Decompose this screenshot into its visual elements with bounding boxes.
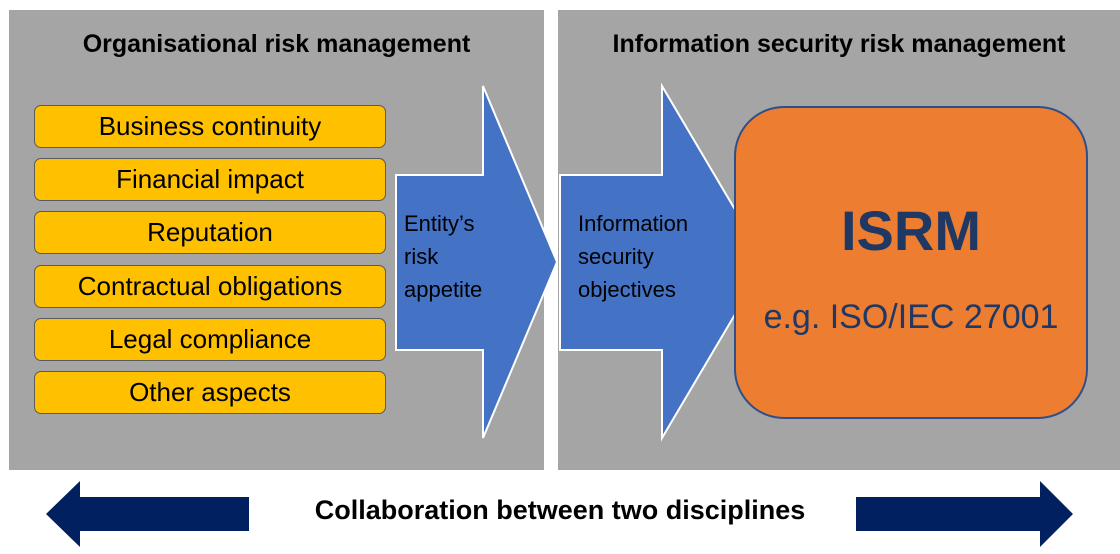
collaboration-label: Collaboration between two disciplines xyxy=(314,495,806,525)
risk-item-business-continuity: Business continuity xyxy=(34,105,386,148)
risk-item-other-aspects: Other aspects xyxy=(34,371,386,414)
risk-appetite-line-1: Entity’s xyxy=(404,211,475,236)
risk-item-reputation: Reputation xyxy=(34,211,386,254)
infosec-objectives-line-1: Information xyxy=(578,211,689,236)
risk-item-legal-compliance: Legal compliance xyxy=(34,318,386,361)
infosec-objectives-line-2: security xyxy=(578,244,654,269)
infosec-objectives-arrow xyxy=(559,82,768,442)
risk-item-financial-impact: Financial impact xyxy=(34,158,386,201)
risk-appetite-line-2: risk xyxy=(404,244,439,269)
infosec-objectives-line-3: objectives xyxy=(578,277,676,302)
organisational-risk-title: Organisational risk management xyxy=(82,30,471,58)
infosec-risk-title: Information security risk management xyxy=(612,30,1066,58)
risk-item-contractual-obligations: Contractual obligations xyxy=(34,265,386,308)
isrm-title: ISRM xyxy=(841,199,981,262)
isrm-subtitle: e.g. ISO/IEC 27001 xyxy=(763,298,1059,336)
risk-appetite-line-3: appetite xyxy=(404,277,483,302)
right-arrow-icon xyxy=(856,481,1073,547)
left-arrow-icon xyxy=(46,481,249,547)
isrm-box: ISRM e.g. ISO/IEC 27001 xyxy=(734,106,1088,419)
risk-appetite-label: Entity’s risk appetite xyxy=(404,207,482,306)
infosec-objectives-label: Information security objectives xyxy=(578,207,688,306)
